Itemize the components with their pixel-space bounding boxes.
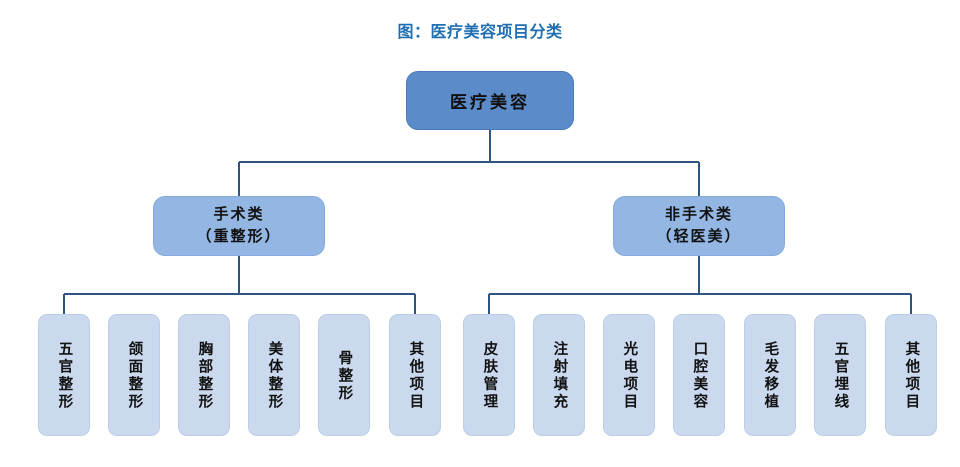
node-leaf-meiti-zhengxing[interactable]: 美体整形: [248, 314, 300, 436]
leaf-label: 口腔美容: [691, 341, 708, 411]
leaf-label: 胸部整形: [196, 341, 213, 411]
node-leaf-gu-zhengxing[interactable]: 骨整形: [318, 314, 370, 436]
branch-surgical-line2: （重整形）: [196, 227, 282, 245]
leaf-label: 其他项目: [903, 341, 920, 411]
leaf-label: 其他项目: [407, 341, 424, 411]
leaf-label: 颌面整形: [126, 341, 143, 411]
branch-surgical-line1: 手术类: [213, 205, 265, 224]
leaf-label: 骨整形: [336, 349, 353, 403]
node-leaf-kouqiang-meirong[interactable]: 口腔美容: [673, 314, 725, 436]
node-leaf-qita-xiangmu-surgical[interactable]: 其他项目: [389, 314, 441, 436]
branch-non-surgical-line1: 非手术类: [664, 205, 733, 224]
node-leaf-xiongbu-zhengxing[interactable]: 胸部整形: [178, 314, 230, 436]
node-leaf-pifu-guanli[interactable]: 皮肤管理: [463, 314, 515, 436]
node-leaf-zhushe-tianchong[interactable]: 注射填充: [533, 314, 585, 436]
leaf-label: 光电项目: [621, 341, 638, 411]
leaf-label: 毛发移植: [762, 341, 779, 411]
leaf-label: 五官整形: [56, 341, 73, 411]
node-branch-surgical[interactable]: 手术类 （重整形）: [153, 196, 325, 256]
node-branch-non-surgical[interactable]: 非手术类 （轻医美）: [613, 196, 785, 256]
node-leaf-maofa-yizhi[interactable]: 毛发移植: [744, 314, 796, 436]
node-leaf-guangdian-xiangmu[interactable]: 光电项目: [603, 314, 655, 436]
branch-non-surgical-line2: （轻医美）: [656, 227, 742, 245]
node-leaf-wuguan-zhengxing[interactable]: 五官整形: [38, 314, 90, 436]
leaf-label: 皮肤管理: [481, 341, 498, 411]
leaf-label: 注射填充: [551, 341, 568, 411]
node-leaf-wuguan-maixian[interactable]: 五官埋线: [814, 314, 866, 436]
node-root-medical-aesthetics[interactable]: 医疗美容: [406, 71, 574, 130]
node-leaf-hemian-zhengxing[interactable]: 颌面整形: [108, 314, 160, 436]
leaf-label: 五官埋线: [832, 341, 849, 411]
page-title: 图：医疗美容项目分类: [397, 22, 563, 41]
leaf-label: 美体整形: [266, 341, 283, 411]
node-leaf-qita-xiangmu-non-surgical[interactable]: 其他项目: [885, 314, 937, 436]
